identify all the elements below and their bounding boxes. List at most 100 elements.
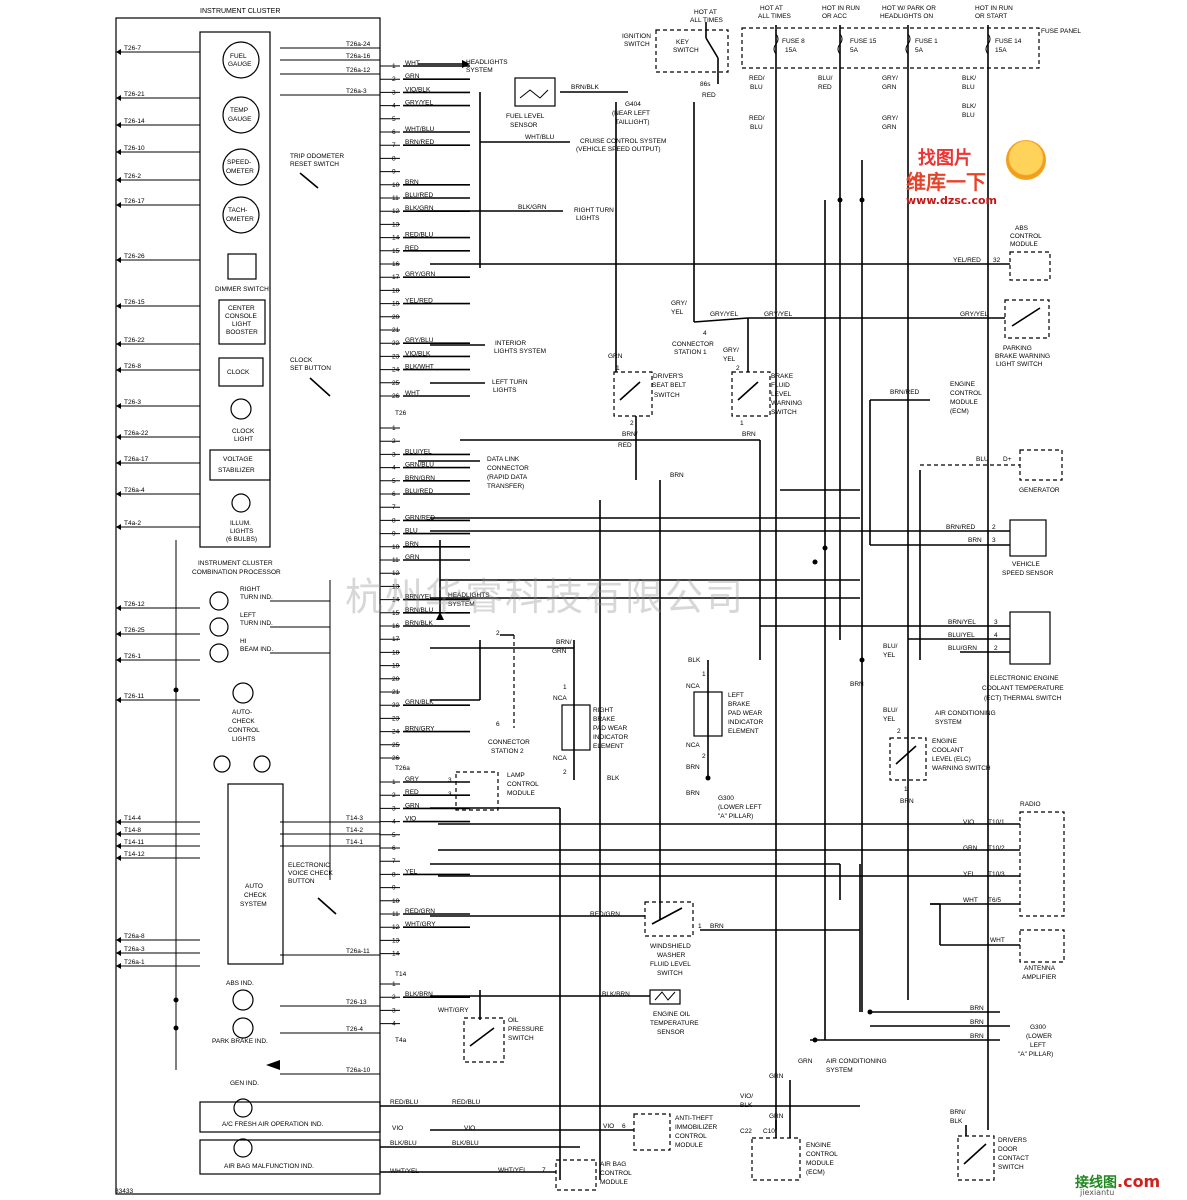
svg-text:LAMP: LAMP	[507, 772, 525, 779]
t26-wire-label: GRY/BLU	[405, 337, 434, 344]
svg-text:KEY: KEY	[676, 39, 690, 46]
svg-text:32: 32	[993, 257, 1001, 264]
svg-text:LIGHT: LIGHT	[232, 321, 251, 328]
svg-text:NCA: NCA	[553, 695, 567, 702]
svg-text:INTERIOR: INTERIOR	[495, 340, 526, 347]
t4a-title: T4a	[395, 1037, 407, 1044]
svg-text:GRN: GRN	[882, 84, 897, 91]
svg-text:VEHICLE: VEHICLE	[1012, 561, 1040, 568]
cluster-pin-left: T26a-4	[124, 487, 145, 494]
t26a-wire-label: BRN/YEL	[405, 594, 433, 601]
svg-text:1: 1	[616, 365, 620, 372]
svg-text:BLU/YEL: BLU/YEL	[948, 632, 975, 639]
t26a-wire-label: BRN/BLU	[405, 607, 433, 614]
svg-text:3: 3	[448, 777, 452, 784]
svg-text:GRN: GRN	[882, 124, 897, 131]
svg-text:SWITCH: SWITCH	[771, 409, 797, 416]
watermark-text: 杭州华睿科技有限公司	[345, 575, 746, 619]
svg-text:CONTROL: CONTROL	[1010, 233, 1042, 240]
svg-text:6: 6	[622, 1123, 626, 1130]
svg-text:BRN: BRN	[970, 1033, 984, 1040]
svg-text:GAUGE: GAUGE	[228, 61, 252, 68]
auto-check-system-box	[227, 783, 284, 965]
svg-text:PAD WEAR: PAD WEAR	[593, 725, 627, 732]
svg-text:YEL/RED: YEL/RED	[953, 257, 981, 264]
svg-text:LIGHTS: LIGHTS	[230, 528, 254, 535]
svg-text:3: 3	[994, 619, 998, 626]
svg-text:RED/BLU: RED/BLU	[452, 1099, 480, 1106]
svg-text:CONTROL: CONTROL	[675, 1133, 707, 1140]
svg-text:AUTO: AUTO	[245, 883, 263, 890]
svg-text:STABILIZER: STABILIZER	[218, 467, 255, 474]
cluster-pin-right: T26-13	[346, 999, 367, 1006]
svg-text:SWITCH: SWITCH	[654, 392, 680, 399]
cluster-pin-left: T26a-1	[124, 959, 145, 966]
t26a-wire-label: BLU/RED	[405, 488, 433, 495]
svg-text:BRN: BRN	[970, 1019, 984, 1026]
svg-text:BRN: BRN	[742, 431, 756, 438]
svg-text:HOT AT: HOT AT	[694, 9, 717, 16]
svg-text:2: 2	[630, 420, 634, 427]
svg-text:YEL: YEL	[671, 309, 684, 316]
svg-text:MODULE: MODULE	[600, 1179, 628, 1186]
svg-text:DATA LINK: DATA LINK	[487, 456, 520, 463]
svg-text:CONTROL: CONTROL	[806, 1151, 838, 1158]
svg-text:15A: 15A	[995, 47, 1007, 54]
svg-text:ABS: ABS	[1015, 225, 1029, 232]
svg-text:BLU: BLU	[750, 124, 763, 131]
svg-text:NCA: NCA	[686, 742, 700, 749]
svg-text:SPEED SENSOR: SPEED SENSOR	[1002, 570, 1054, 577]
t26-wire-label: GRY/YEL	[405, 100, 433, 107]
svg-text:5A: 5A	[915, 47, 924, 54]
cluster-pin-right: T26a-3	[346, 88, 367, 95]
svg-text:AIR CONDITIONING: AIR CONDITIONING	[826, 1058, 887, 1065]
svg-text:BLU/: BLU/	[818, 75, 833, 82]
svg-text:YEL: YEL	[883, 716, 896, 723]
svg-text:OR START: OR START	[975, 13, 1007, 20]
dimmer-switch-label: DIMMER SWITCH	[215, 286, 269, 293]
svg-text:ELECTRONIC: ELECTRONIC	[288, 862, 330, 869]
svg-text:TEMP: TEMP	[230, 107, 248, 114]
svg-text:T10/3: T10/3	[988, 871, 1005, 878]
cluster-pin-left: T26-8	[124, 363, 141, 370]
svg-text:RIGHT: RIGHT	[240, 586, 260, 593]
svg-text:CONTROL: CONTROL	[507, 781, 539, 788]
svg-text:2: 2	[736, 365, 740, 372]
svg-text:BLK/GRN: BLK/GRN	[518, 204, 547, 211]
svg-text:BLU: BLU	[750, 84, 763, 91]
svg-text:2: 2	[702, 753, 706, 760]
t4-wire-label: BLK/BRN	[405, 991, 433, 998]
svg-text:NCA: NCA	[686, 683, 700, 690]
trip-odometer-switch-icon	[299, 172, 319, 189]
svg-text:ENGINE: ENGINE	[950, 381, 976, 388]
t26-wire-label: BRN/RED	[405, 139, 435, 146]
svg-text:INSTRUMENT CLUSTER: INSTRUMENT CLUSTER	[198, 560, 273, 567]
svg-text:PAD WEAR: PAD WEAR	[728, 710, 762, 717]
junction-dots	[173, 197, 873, 1043]
svg-text:BLK: BLK	[688, 657, 701, 664]
svg-text:CONNECTOR: CONNECTOR	[672, 341, 714, 348]
svg-text:(NEAR LEFT: (NEAR LEFT	[612, 110, 650, 117]
svg-text:LEVEL (ELC): LEVEL (ELC)	[932, 756, 971, 763]
svg-text:AIR BAG MALFUNCTION IND.: AIR BAG MALFUNCTION IND.	[224, 1163, 314, 1170]
svg-text:AIR BAG: AIR BAG	[600, 1161, 626, 1168]
svg-text:HI: HI	[240, 638, 247, 645]
svg-text:C10: C10	[763, 1128, 775, 1135]
svg-text:TACH-: TACH-	[228, 207, 247, 214]
cluster-pin-left: T14-11	[124, 839, 144, 846]
cluster-pin-left: T14-12	[124, 851, 145, 858]
logo-top-text: 找图片	[918, 148, 972, 169]
fuse-panel-label: FUSE PANEL	[1041, 28, 1081, 35]
t14-title: T14	[395, 971, 407, 978]
svg-text:BRN: BRN	[710, 923, 724, 930]
svg-text:MODULE: MODULE	[806, 1160, 834, 1167]
